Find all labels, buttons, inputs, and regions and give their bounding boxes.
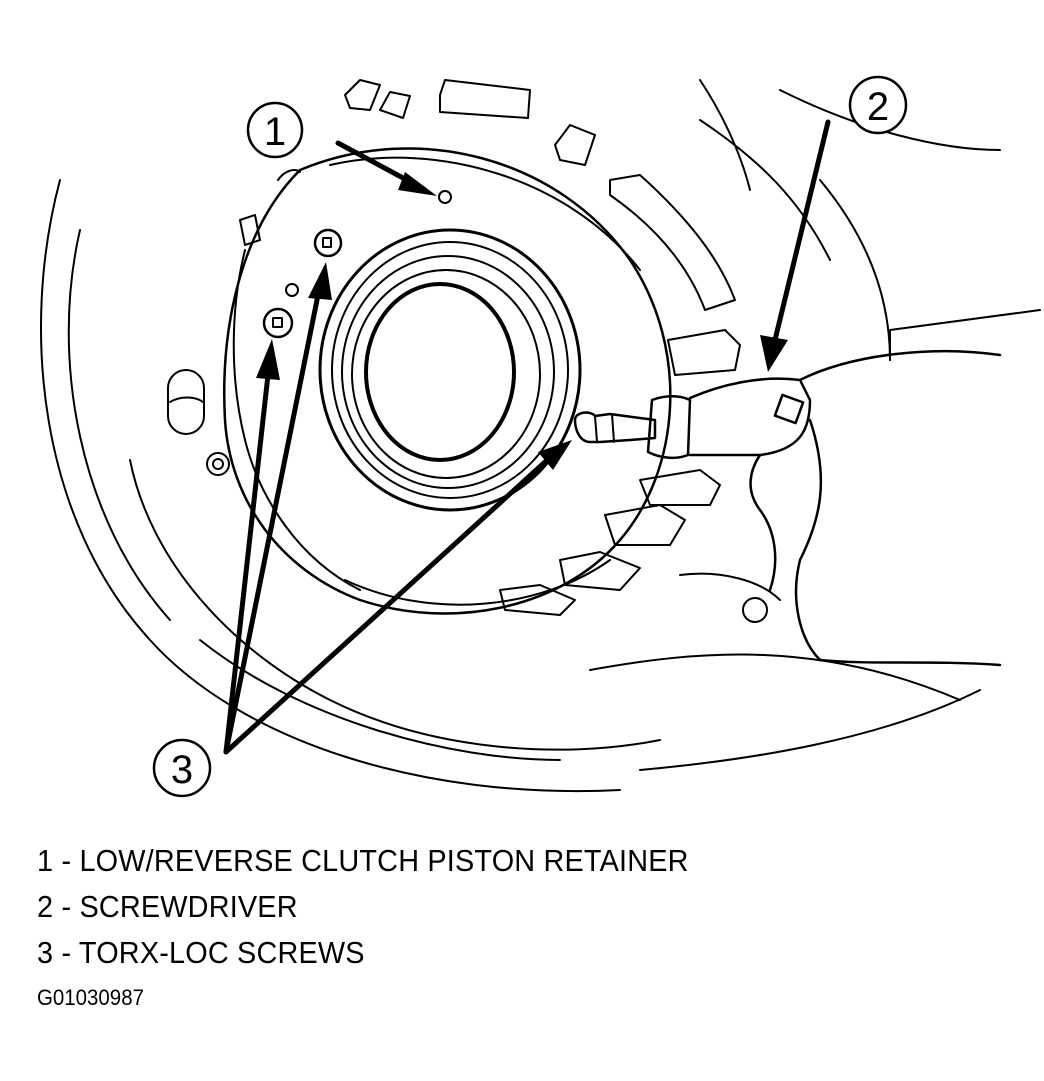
callout-arrow-3c [223, 440, 572, 755]
low-reverse-clutch-piston-retainer [167, 79, 741, 616]
screwdriver [573, 377, 812, 460]
legend-item: 3 - TORX-LOC SCREWS [37, 930, 689, 976]
legend-item-separator: - [61, 935, 72, 970]
torx-screw-upper [313, 228, 343, 258]
legend-item-number: 3 [37, 935, 54, 970]
clutch-retainer-illustration: 1 2 3 [39, 75, 1041, 798]
legend-item: 1 - LOW/REVERSE CLUTCH PISTON RETAINER [37, 838, 689, 884]
legend-item-number: 1 [37, 843, 54, 878]
callout-arrow-1 [335, 140, 437, 196]
callout-3: 3 [152, 738, 212, 798]
legend-item-separator: - [61, 843, 72, 878]
callout-arrow-2 [760, 119, 831, 372]
callout-2: 2 [848, 75, 908, 135]
torx-screw-lower [262, 307, 294, 339]
callout-1-number: 1 [264, 110, 286, 154]
legend-item-label: LOW/REVERSE CLUTCH PISTON RETAINER [79, 843, 689, 878]
legend: 1 - LOW/REVERSE CLUTCH PISTON RETAINER 2… [37, 838, 738, 976]
legend-item-label: TORX-LOC SCREWS [78, 935, 365, 970]
legend-item-number: 2 [37, 889, 54, 924]
callout-2-number: 2 [867, 85, 889, 129]
hand [679, 349, 1002, 667]
legend-item-separator: - [61, 889, 72, 924]
callout-3-number: 3 [171, 748, 193, 792]
callout-arrow-3b [223, 262, 332, 755]
callout-arrow-3a [223, 339, 280, 755]
figure-id: G01030987 [37, 985, 144, 1010]
callout-arrows [223, 119, 831, 755]
callout-1: 1 [246, 101, 304, 159]
legend-item-label: SCREWDRIVER [79, 889, 298, 924]
transmission-case-outline [39, 79, 1041, 793]
center-hub [318, 228, 582, 512]
legend-item: 2 - SCREWDRIVER [37, 884, 689, 930]
torx-loc-screws [262, 228, 343, 339]
